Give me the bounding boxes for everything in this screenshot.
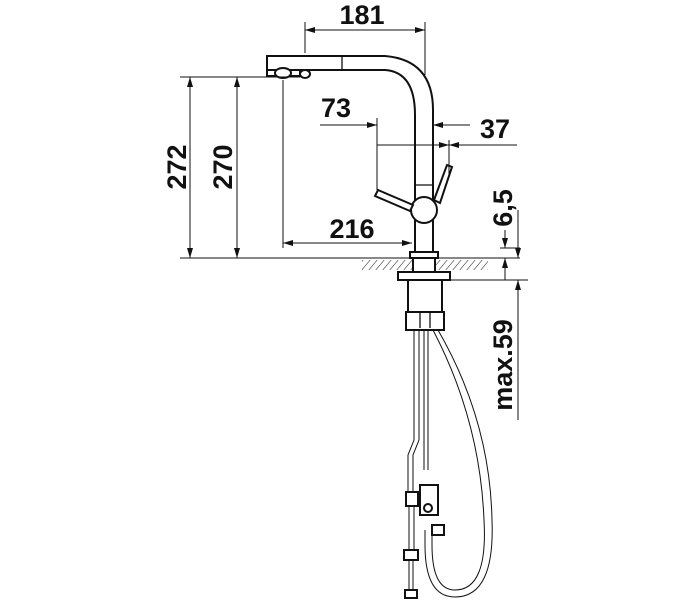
dim-base-height: 6,5 xyxy=(488,189,518,227)
dim-lever-width: 37 xyxy=(480,114,510,144)
dim-spout-projection: 216 xyxy=(329,214,374,244)
underside-assembly xyxy=(403,279,493,599)
dimension-lines xyxy=(180,22,528,420)
countertop-section xyxy=(362,257,488,281)
dim-lever-offset: 73 xyxy=(321,93,351,123)
dim-spout-reach: 181 xyxy=(339,0,384,30)
dim-outlet-height: 270 xyxy=(208,144,238,189)
dim-total-height: 272 xyxy=(162,144,192,189)
faucet-body xyxy=(266,55,454,259)
dim-max-counter-thickness: max.59 xyxy=(488,319,518,411)
